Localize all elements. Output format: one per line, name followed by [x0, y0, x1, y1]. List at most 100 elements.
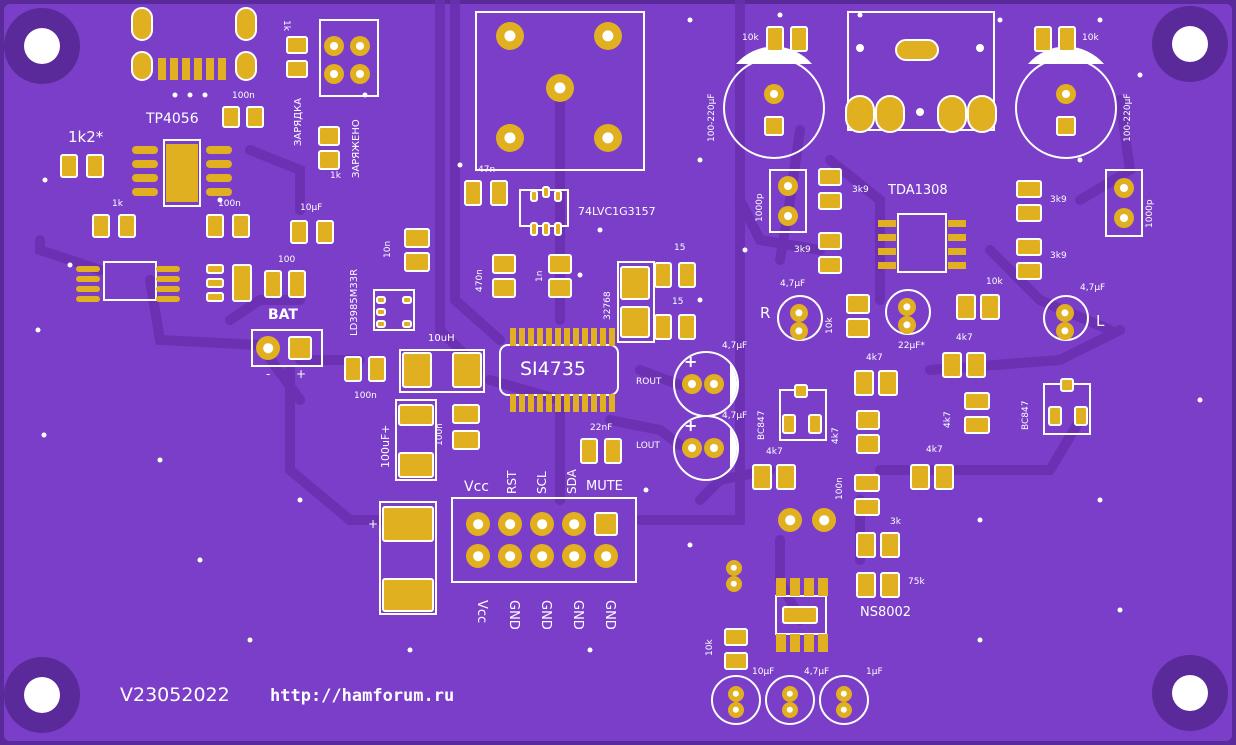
- c22nf-label: 22nF: [590, 423, 613, 433]
- smd-pad: [404, 252, 430, 272]
- header-pin: [530, 544, 554, 568]
- smd-pad: [934, 464, 954, 490]
- speaker-pad: [778, 508, 802, 532]
- cap-pad: [764, 84, 784, 104]
- cap-pad: [782, 686, 798, 702]
- smd-pad: [452, 352, 482, 388]
- smd-pad: [818, 192, 842, 210]
- c1000p-r-label: 1000p: [1145, 199, 1155, 228]
- bc847-a-label: BC847: [757, 410, 767, 440]
- c1000p-l-label: 1000p: [755, 193, 765, 222]
- smd-pad: [856, 434, 880, 454]
- r3k9-d-label: 3k9: [1050, 251, 1067, 261]
- r-1k2-label: 1k2*: [68, 128, 104, 146]
- smd-pad: [620, 306, 650, 338]
- cap-pad: [682, 438, 702, 458]
- smd-pad: [206, 264, 224, 274]
- c10uf-b-label: 10µF: [752, 667, 775, 677]
- bat-minus-label: -: [266, 367, 271, 381]
- smd-pad: [318, 126, 340, 146]
- smd-pad: [382, 506, 434, 542]
- pin-vcc-bottom-label: Vcc: [474, 600, 489, 624]
- smd-pad: [966, 352, 986, 378]
- pin-vcc-label: Vcc: [464, 479, 489, 495]
- smd-pad: [288, 270, 306, 298]
- smd-pad: [808, 414, 822, 434]
- smd-pad: [492, 254, 516, 274]
- smd-pad: [964, 416, 990, 434]
- smd-pad: [554, 222, 562, 236]
- smd-pad: [956, 294, 976, 320]
- jack-pad-3: [546, 74, 574, 102]
- smd-pad: [846, 294, 870, 314]
- smd-pad: [766, 26, 784, 52]
- smd-pad: [376, 296, 386, 304]
- smd-pad: [794, 384, 808, 398]
- header-pin: [594, 512, 618, 536]
- r1k-b-label: 1k: [281, 20, 291, 31]
- r10k-tl-label: 10k: [742, 33, 759, 43]
- pin-mute-label: MUTE: [586, 479, 623, 494]
- smd-pad: [206, 214, 224, 238]
- ns8002-label: NS8002: [860, 605, 912, 620]
- channel-r-label: R: [760, 304, 771, 322]
- smd-pad: [782, 606, 818, 624]
- smd-pad: [776, 464, 796, 490]
- pin-sda-label: SDA: [565, 469, 579, 494]
- rout-label: ROUT: [636, 377, 662, 387]
- smd-pad: [856, 572, 876, 598]
- smd-pad: [1016, 180, 1042, 198]
- smd-pad: [286, 60, 308, 78]
- led-pad-3: [324, 64, 344, 84]
- smd-pad: [232, 264, 252, 302]
- c100uf-label: 100uF+: [379, 424, 392, 468]
- smd-pad: [92, 214, 110, 238]
- smd-pad: [1034, 26, 1052, 52]
- r15-a-label: 15: [674, 243, 686, 253]
- jack-pad-5: [594, 124, 622, 152]
- jack-pad-2: [594, 22, 622, 50]
- c100n-b-label: 100n: [218, 199, 241, 209]
- smd-pad: [206, 278, 224, 288]
- r4k7-a-label: 4k7: [866, 353, 883, 363]
- cap-pad: [790, 304, 808, 322]
- smd-pad: [782, 414, 796, 434]
- charged-label: ЗАРЯЖЕНО: [351, 119, 362, 178]
- smd-pad: [1016, 204, 1042, 222]
- r4k7-c-label: 4k7: [943, 411, 953, 428]
- smd-pad: [376, 320, 386, 328]
- r1k-a-label: 1k: [112, 199, 123, 209]
- r10k-m2-label: 10k: [825, 317, 835, 334]
- cap-pad: [836, 686, 852, 702]
- smd-pad: [604, 438, 622, 464]
- header-pin: [498, 512, 522, 536]
- header-pin: [562, 544, 586, 568]
- c1n-label: 1n: [535, 270, 545, 282]
- c100n-e-label: 100n: [835, 477, 845, 500]
- smd-pad: [402, 296, 412, 304]
- smd-pad: [398, 452, 434, 478]
- smd-pad: [206, 292, 224, 302]
- smd-pad: [980, 294, 1000, 320]
- smd-pad: [1016, 238, 1042, 256]
- header-pin: [530, 512, 554, 536]
- smd-pad: [654, 314, 672, 340]
- r4k7-d-label: 4k7: [831, 427, 841, 444]
- bat-pad-minus: [256, 336, 280, 360]
- tp4056-label: TP4056: [146, 111, 199, 127]
- c470n-label: 470n: [475, 269, 485, 292]
- bat-label: BAT: [268, 307, 298, 323]
- smd-pad: [344, 356, 362, 382]
- smd-pad: [398, 404, 434, 426]
- c47uf-l-label: 4,7µF: [1080, 283, 1106, 293]
- smd-pad: [530, 190, 538, 202]
- mux-label: 74LVC1G3157: [578, 205, 656, 218]
- cap-pad: [728, 702, 744, 718]
- url-label: http://hamforum.ru: [270, 686, 455, 706]
- pin-scl-label: SCL: [535, 471, 549, 494]
- smd-pad: [452, 404, 480, 424]
- smd-pad: [1074, 406, 1088, 426]
- smd-pad: [490, 180, 508, 206]
